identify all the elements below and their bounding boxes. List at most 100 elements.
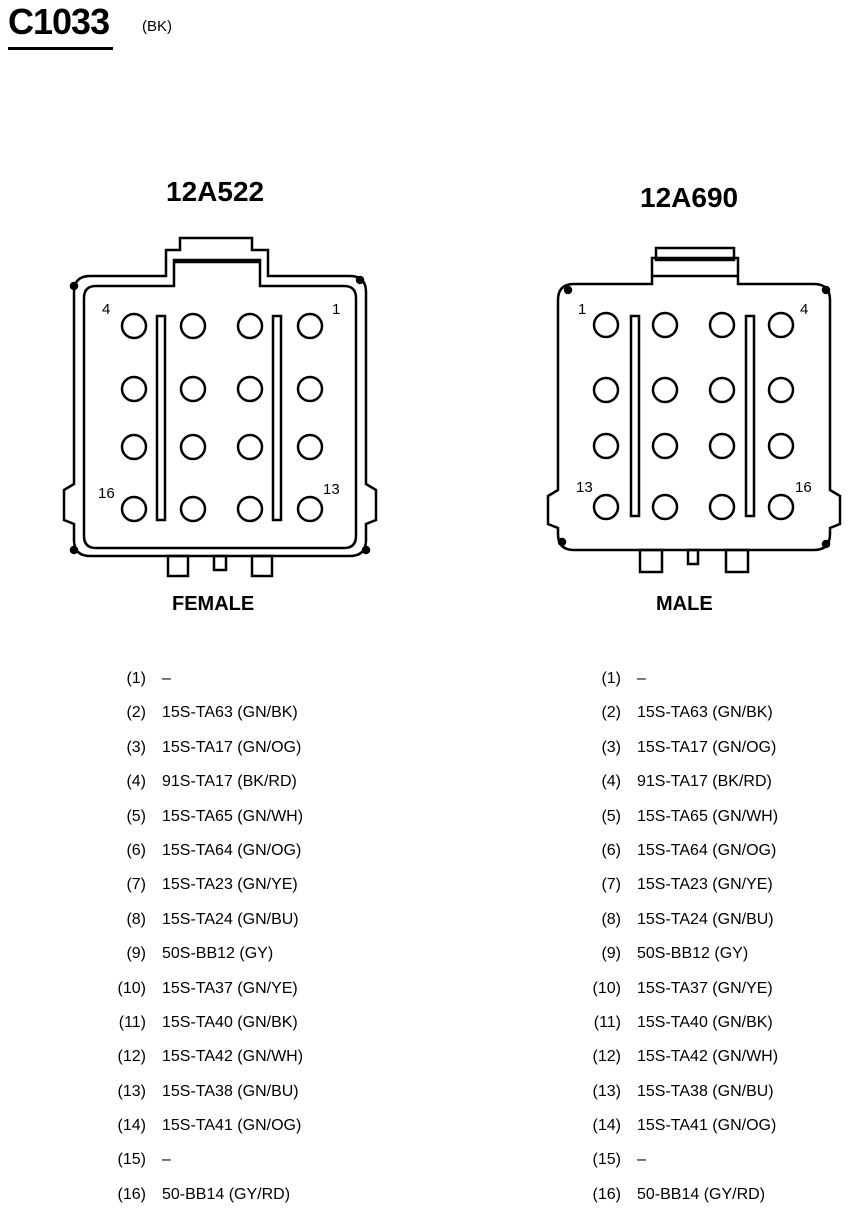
pin-number: (6) xyxy=(126,841,146,859)
male-pin-label-bottom-left: 13 xyxy=(576,479,593,496)
pin-row: (2) 15S-TA63 (GN/BK) xyxy=(0,701,851,735)
pin-row: (15)– xyxy=(0,1148,851,1182)
pin-row: (13) 15S-TA38 (GN/BU) xyxy=(0,1080,420,1114)
connector-id-underline xyxy=(8,47,113,50)
pin-circuit: – xyxy=(162,1151,171,1169)
pin-number: (2) xyxy=(126,704,146,722)
pin-number: (12) xyxy=(592,1048,621,1066)
pin-row: (16)50-BB14 (GY/RD) xyxy=(0,1183,420,1217)
pin-circuit: 15S-TA17 (GN/OG) xyxy=(162,738,302,756)
pin-circuit: – xyxy=(637,670,646,687)
pin-circuit: 50-BB14 (GY/RD) xyxy=(637,1185,766,1203)
pin-number: (9) xyxy=(601,945,621,963)
female-pin-list: (1)–(2)15S-TA63 (GN/BK)(3)15S-TA17 (GN/O… xyxy=(0,667,420,1217)
pin-number: (15) xyxy=(592,1151,621,1169)
pin-circuit: – xyxy=(637,1151,646,1169)
pin-row: (7)15S-TA23 (GN/YE) xyxy=(0,873,420,907)
pin-number: (14) xyxy=(592,1117,621,1135)
connector-drawings: 4 1 16 13 1 4 13 16 xyxy=(62,236,842,578)
pin-circuit: 15S-TA37 (GN/YE) xyxy=(162,979,298,997)
male-part-number: 12A690 xyxy=(640,182,739,213)
female-pin-label-top-right: 1 xyxy=(332,301,340,318)
pin-row: (12) 15S-TA42 (GN/WH) xyxy=(0,1045,851,1079)
pin-number: (3) xyxy=(126,738,146,756)
pin-circuit: 15S-TA63 (GN/BK) xyxy=(162,704,298,722)
pin-number: (1) xyxy=(601,670,621,687)
pin-number: (11) xyxy=(593,1013,621,1031)
pin-number: (16) xyxy=(592,1185,621,1203)
male-pin-label-top-right: 4 xyxy=(800,301,808,318)
pin-row: (4) 91S-TA17 (BK/RD) xyxy=(0,770,851,804)
female-pin-label-bottom-right: 13 xyxy=(323,481,340,498)
male-pin-label-top-left: 1 xyxy=(578,301,586,318)
pin-number: (7) xyxy=(126,876,146,894)
female-part-number: 12A522 xyxy=(166,176,265,207)
pin-number: (4) xyxy=(601,773,621,791)
pin-circuit: 91S-TA17 (BK/RD) xyxy=(162,773,297,791)
pin-row: (6) 15S-TA64 (GN/OG) xyxy=(0,839,420,873)
pin-number: (16) xyxy=(117,1185,146,1203)
pin-row: (8)15S-TA24 (GN/BU) xyxy=(0,908,420,942)
pin-row: (15)– xyxy=(0,1148,420,1182)
pin-circuit: 15S-TA24 (GN/BU) xyxy=(162,910,299,928)
pin-number: (6) xyxy=(601,841,621,859)
female-connector-housing xyxy=(62,236,378,578)
pin-circuit: 15S-TA41 (GN/OG) xyxy=(162,1117,302,1135)
pin-row: (9) 50S-BB12 (GY) xyxy=(0,942,420,976)
pin-row: (10)15S-TA37 (GN/YE) xyxy=(0,977,420,1011)
pin-circuit: 15S-TA63 (GN/BK) xyxy=(637,704,773,722)
pin-circuit: 15S-TA65 (GN/WH) xyxy=(162,807,304,825)
pin-number: (10) xyxy=(592,979,621,997)
pin-row: (5) 15S-TA65 (GN/WH) xyxy=(0,805,851,839)
pin-circuit: 15S-TA64 (GN/OG) xyxy=(162,841,302,859)
pin-row: (14) 15S-TA41 (GN/OG) xyxy=(0,1114,851,1148)
pin-number: (14) xyxy=(117,1117,146,1135)
pin-row: (10) 15S-TA37 (GN/YE) xyxy=(0,977,851,1011)
pin-number: (7) xyxy=(601,876,621,894)
pin-row: (5) 15S-TA65 (GN/WH) xyxy=(0,805,420,839)
pin-row: (6) 15S-TA64 (GN/OG) xyxy=(0,839,851,873)
pin-row: (12)15S-TA42 (GN/WH) xyxy=(0,1045,420,1079)
pin-row: (11)15S-TA40 (GN/BK) xyxy=(0,1011,420,1045)
pin-circuit: 15S-TA41 (GN/OG) xyxy=(637,1117,777,1135)
female-pin-label-top-left: 4 xyxy=(102,301,110,318)
pin-number: (13) xyxy=(117,1082,146,1100)
pin-circuit: 15S-TA38 (GN/BU) xyxy=(637,1082,774,1100)
pin-number: (1) xyxy=(126,670,146,687)
pin-circuit: 15S-TA42 (GN/WH) xyxy=(637,1048,779,1066)
pin-row: (11)15S-TA40 (GN/BK) xyxy=(0,1011,851,1045)
pin-circuit: – xyxy=(162,670,171,687)
pin-row: (4) 91S-TA17 (BK/RD) xyxy=(0,770,420,804)
pin-circuit: 50S-BB12 (GY) xyxy=(162,945,274,963)
pin-circuit: 15S-TA23 (GN/YE) xyxy=(637,876,773,894)
pin-number: (4) xyxy=(126,773,146,791)
pin-row: (1)– xyxy=(0,667,851,701)
pin-number: (5) xyxy=(601,807,621,825)
pin-row: (9) 50S-BB12 (GY) xyxy=(0,942,851,976)
pin-number: (8) xyxy=(601,910,621,928)
pin-row: (8) 15S-TA24 (GN/BU) xyxy=(0,908,851,942)
pin-circuit: 91S-TA17 (BK/RD) xyxy=(637,773,772,791)
pin-number: (2) xyxy=(601,704,621,722)
pin-circuit: 15S-TA65 (GN/WH) xyxy=(637,807,779,825)
female-pin-cavities xyxy=(120,312,324,523)
male-pin-list: (1)–(2)15S-TA63 (GN/BK)(3)15S-TA17 (GN/O… xyxy=(0,667,851,1217)
male-label: MALE xyxy=(656,593,713,615)
pin-row: (1)– xyxy=(0,667,420,701)
male-pin-cavities xyxy=(592,311,795,521)
pin-number: (3) xyxy=(601,738,621,756)
pin-row: (2) 15S-TA63 (GN/BK) xyxy=(0,701,420,735)
pin-circuit: 15S-TA64 (GN/OG) xyxy=(637,841,777,859)
pin-circuit: 15S-TA38 (GN/BU) xyxy=(162,1082,299,1100)
male-connector-housing xyxy=(546,246,842,574)
pin-row: (16) 50-BB14 (GY/RD) xyxy=(0,1183,851,1217)
pin-number: (5) xyxy=(126,807,146,825)
pin-circuit: 15S-TA42 (GN/WH) xyxy=(162,1048,304,1066)
female-pin-label-bottom-left: 16 xyxy=(98,485,115,502)
pin-row: (3) 15S-TA17 (GN/OG) xyxy=(0,736,420,770)
pin-number: (9) xyxy=(126,945,146,963)
pin-row: (14) 15S-TA41 (GN/OG) xyxy=(0,1114,420,1148)
connector-id: C1033 xyxy=(8,1,110,42)
female-label: FEMALE xyxy=(172,593,255,615)
male-pin-label-bottom-right: 16 xyxy=(795,479,812,496)
